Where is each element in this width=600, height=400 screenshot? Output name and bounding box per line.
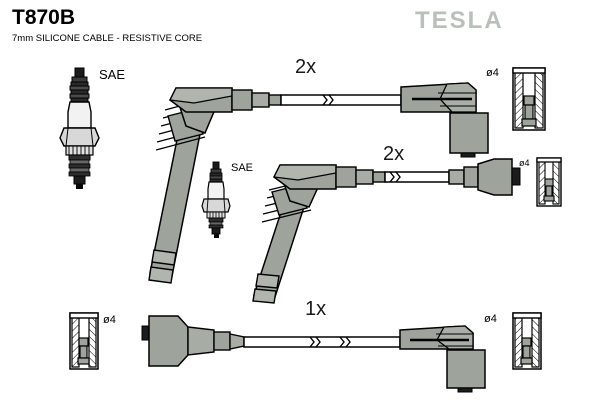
top-cable-lead	[280, 94, 402, 106]
spark-plug-middle-label: SAE	[231, 162, 253, 174]
page-title: T870B	[12, 6, 75, 29]
terminal-bottom-right-label: ø4	[484, 313, 497, 325]
assembly-middle-cable: ø4	[252, 157, 562, 304]
assembly-bottom-cable: ø4	[69, 312, 542, 393]
middle-cable-left-connector	[273, 164, 386, 190]
middle-cable-lead	[384, 171, 450, 183]
brand-logo: TESLA	[415, 7, 504, 34]
terminal-top-right-label: ø4	[486, 67, 499, 79]
terminal-top-right: ø4	[486, 67, 546, 131]
terminal-middle-right-label: ø4	[519, 158, 530, 168]
quantity-label-top: 2x	[295, 56, 316, 78]
bottom-cable-left-connector	[141, 315, 245, 367]
spark-plug-top: SAE	[59, 67, 125, 189]
terminal-bottom-left-label: ø4	[103, 314, 116, 326]
middle-cable-right-connector	[448, 158, 521, 196]
terminal-middle-right: ø4	[519, 157, 562, 207]
assembly-top-cable: ø4	[148, 67, 546, 284]
spark-plug-middle: SAE	[201, 161, 253, 238]
terminal-bottom-right: ø4	[484, 312, 542, 370]
quantity-label-bottom: 1x	[305, 298, 326, 320]
spark-plug-top-label: SAE	[99, 67, 125, 82]
terminal-bottom-left: ø4	[69, 312, 116, 370]
bottom-cable-lead	[243, 336, 401, 348]
top-cable-right-connector	[400, 82, 489, 158]
quantity-label-middle: 2x	[383, 143, 404, 165]
bottom-cable-right-connector	[399, 325, 486, 393]
page-subtitle: 7mm SILICONE CABLE - RESISTIVE CORE	[12, 33, 202, 44]
